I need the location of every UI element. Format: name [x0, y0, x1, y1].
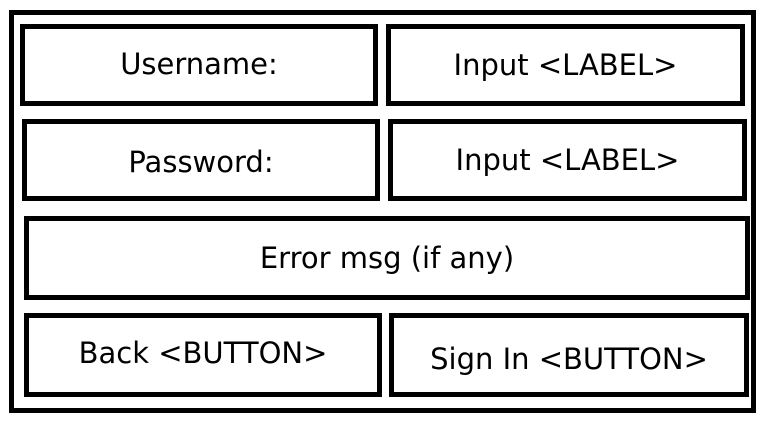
error-message-box: Error msg (if any) — [24, 216, 750, 300]
username-label-box: Username: — [20, 24, 378, 106]
sign-in-button[interactable]: Sign In <BUTTON> — [389, 313, 749, 397]
back-button-label: Back <BUTTON> — [78, 335, 328, 370]
login-form-frame — [9, 10, 756, 413]
username-input-label: Input <LABEL> — [453, 47, 678, 82]
password-label-box: Password: — [22, 119, 380, 201]
password-input-box[interactable]: Input <LABEL> — [388, 119, 747, 201]
sign-in-button-label: Sign In <BUTTON> — [430, 341, 708, 376]
username-input-box[interactable]: Input <LABEL> — [386, 24, 745, 106]
password-label: Password: — [128, 144, 274, 179]
back-button[interactable]: Back <BUTTON> — [24, 313, 382, 397]
error-message: Error msg (if any) — [259, 240, 515, 275]
username-label: Username: — [120, 46, 278, 81]
password-input-label: Input <LABEL> — [455, 142, 680, 177]
